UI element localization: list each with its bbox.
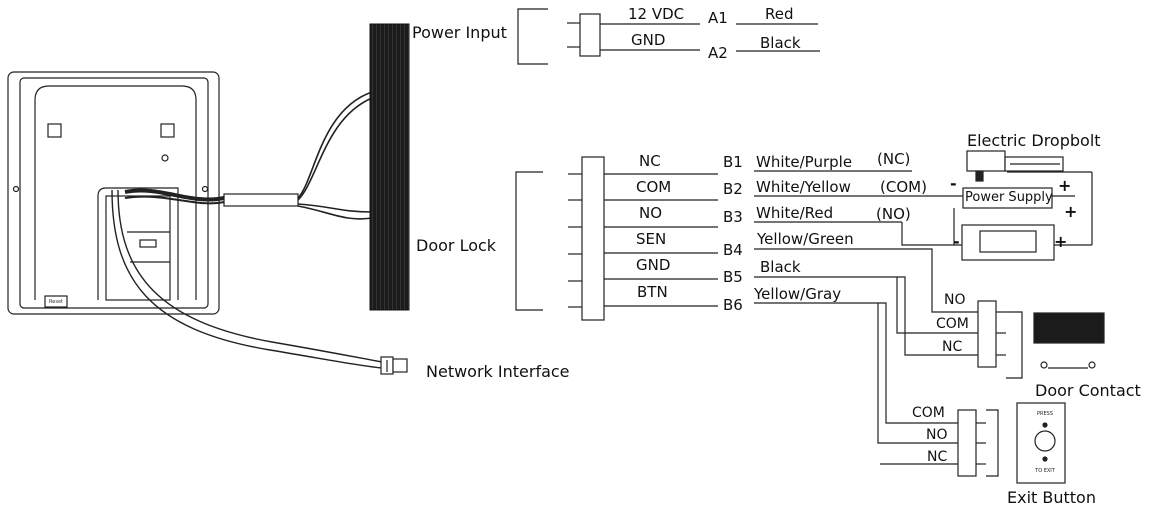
door-lock-pin-b3: B3	[723, 208, 743, 226]
network-interface-label: Network Interface	[426, 362, 570, 381]
exit-press-label: PRESS	[1037, 411, 1053, 417]
door-lock-pin-b2: B2	[723, 180, 743, 198]
svg-text:Reset: Reset	[49, 299, 63, 305]
dropbolt-tag-nc: (NC)	[877, 150, 911, 168]
door-lock-pin-b6: B6	[723, 296, 743, 314]
network-plug	[380, 356, 408, 375]
power-color-red: Red	[765, 5, 794, 23]
wire-bundle	[369, 23, 410, 311]
exit-button-terminal-com: COM	[912, 405, 945, 421]
door-lock-signal-sen: SEN	[636, 230, 667, 248]
terminal-device: Reset	[7, 71, 220, 315]
dropbolt-tag-com: (COM)	[880, 178, 927, 196]
exit-button-terminal-no: NO	[926, 427, 948, 443]
door-lock-title: Door Lock	[416, 236, 497, 255]
electric-dropbolt-title: Electric Dropbolt	[967, 131, 1101, 150]
power-pin-a1: A1	[708, 9, 728, 27]
door-lock-pin-b1: B1	[723, 153, 743, 171]
electric-dropbolt	[953, 150, 1093, 261]
door-lock-color-yellow-green: Yellow/Green	[757, 230, 854, 248]
power-color-black: Black	[760, 34, 801, 52]
door-lock-color-yellow-gray: Yellow/Gray	[754, 285, 842, 303]
power-supply-label: Power Supply	[965, 190, 1053, 205]
dropbolt-tag-no: (NO)	[876, 205, 911, 223]
lock-plus-sign: +	[1054, 232, 1068, 251]
door-lock-color-white-purple: White/Purple	[756, 153, 853, 171]
door-lock-signal-com: COM	[636, 178, 672, 196]
exit-button-device: PRESS TO EXIT	[957, 402, 1066, 484]
power-input-title: Power Input	[412, 23, 507, 42]
door-contact-terminal-nc: NC	[942, 339, 963, 355]
door-contact-title: Door Contact	[1035, 381, 1141, 400]
door-contact-terminal-com: COM	[936, 316, 969, 332]
door-lock-pin-b4: B4	[723, 241, 743, 259]
door-lock-pin-b5: B5	[723, 268, 743, 286]
door-lock-signal-gnd: GND	[636, 256, 671, 274]
power-pin-a2: A2	[708, 44, 728, 62]
lock-minus-sign: -	[953, 232, 960, 251]
door-lock-signal-btn: BTN	[637, 283, 668, 301]
power-supply-plus-sign: +	[1064, 202, 1078, 221]
door-contact	[977, 300, 1105, 379]
power-signal-gnd: GND	[631, 31, 666, 49]
door-lock-color-black: Black	[760, 258, 801, 276]
wire-harness	[111, 91, 383, 369]
door-contact-terminal-no: NO	[944, 292, 966, 308]
power-signal-12vdc: 12 VDC	[628, 5, 685, 23]
power-input-wiring	[517, 8, 820, 65]
dropbolt-plus-sign: +	[1058, 176, 1072, 195]
door-lock-color-white-yellow: White/Yellow	[756, 178, 851, 196]
door-lock-signal-nc: NC	[639, 152, 661, 170]
door-lock-signal-no: NO	[639, 204, 663, 222]
door-lock-wiring	[515, 156, 978, 465]
door-lock-color-white-red: White/Red	[756, 204, 834, 222]
exit-button-title: Exit Button	[1007, 488, 1096, 507]
dropbolt-minus-sign: -	[950, 174, 957, 193]
exit-to-exit-label: TO EXIT	[1034, 468, 1056, 474]
exit-button-terminal-nc: NC	[927, 449, 948, 465]
